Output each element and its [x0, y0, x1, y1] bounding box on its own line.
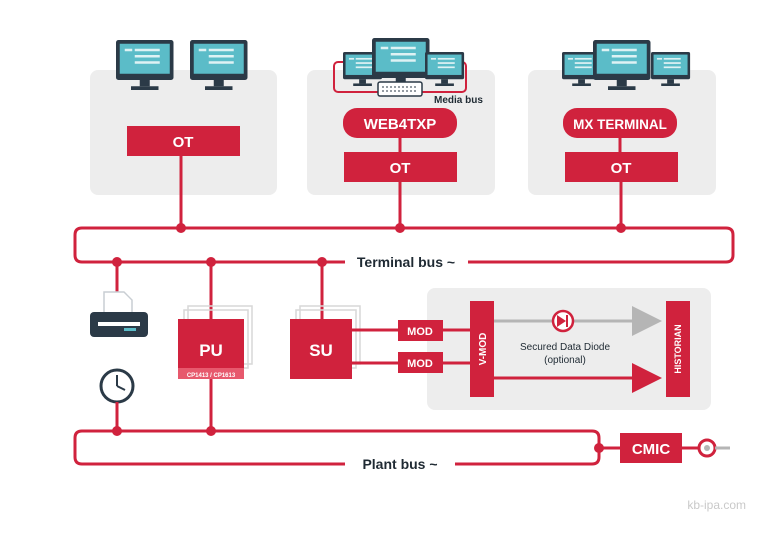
web4txp-box — [343, 108, 457, 138]
historian-box — [666, 301, 690, 397]
media-bus-label: Media bus — [434, 95, 483, 106]
ot-box-right — [565, 152, 678, 182]
mod-box-1 — [398, 320, 443, 341]
mod-label-1: MOD — [407, 326, 433, 338]
plant-bus — [73, 429, 601, 466]
bus-junction — [395, 223, 405, 233]
bus-junction — [176, 223, 186, 233]
bus-junction — [206, 426, 216, 436]
ot-label-left: OT — [173, 134, 194, 151]
cmic-label: CMIC — [632, 441, 670, 458]
mod-label-2: MOD — [407, 358, 433, 370]
diode-label: Secured Data Diode — [520, 342, 610, 353]
connector-icon — [697, 438, 730, 458]
web4txp-label: WEB4TXP — [364, 116, 437, 133]
mx-terminal-box — [563, 108, 677, 138]
ot-label-right: OT — [611, 160, 632, 177]
keyboard-icon — [377, 81, 423, 97]
su-box — [290, 319, 352, 379]
ot-box-middle — [344, 152, 457, 182]
clock-icon — [99, 368, 135, 404]
terminal-bus-label: Terminal bus ~ — [357, 254, 455, 270]
su-label: SU — [309, 341, 333, 360]
bus-junction — [112, 426, 122, 436]
v-mod-box — [470, 301, 494, 397]
bus-junction — [616, 223, 626, 233]
ot-label-middle: OT — [390, 160, 411, 177]
historian-label: HISTORIAN — [673, 324, 683, 373]
printer-icon — [90, 291, 148, 337]
plant-bus-label: Plant bus ~ — [362, 456, 437, 472]
mx-terminal-label: MX TERMINAL — [573, 117, 667, 132]
diode-icon — [551, 309, 575, 333]
v-mod-label: V-MOD — [478, 333, 489, 366]
ot-box-left — [127, 126, 240, 156]
pu-label: PU — [199, 341, 223, 360]
watermark: kb-ipa.com — [687, 498, 746, 512]
cmic-box — [620, 433, 682, 463]
diode-sublabel: (optional) — [544, 355, 586, 366]
pu-sublabel: CP1413 / CP1613 — [187, 373, 236, 379]
mod-box-2 — [398, 352, 443, 373]
